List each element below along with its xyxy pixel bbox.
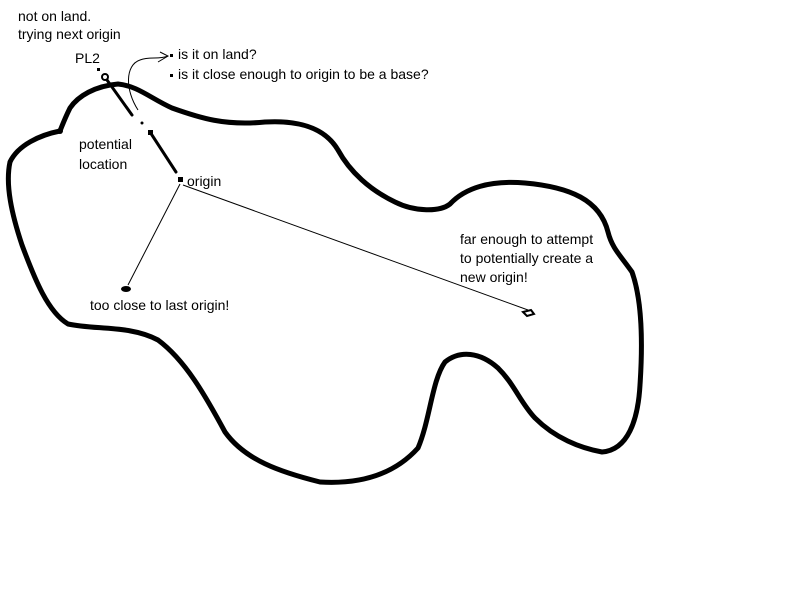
path-dot [140, 121, 144, 125]
far-enough-label-2: to potentially create a [460, 250, 594, 266]
bullet-icon [170, 73, 173, 77]
origin-to-far-line [182, 184, 529, 311]
question-on-land: is it on land? [170, 44, 257, 64]
origin-to-too-close-line [127, 183, 181, 286]
pl2-path-segment-1 [105, 78, 134, 117]
origin-label: origin [187, 173, 222, 189]
location-label: location [79, 156, 128, 172]
too-close-label: too close to last origin! [90, 297, 230, 313]
question-close-enough-text: is it close enough to origin to be a bas… [178, 66, 429, 82]
pl2-label: PL2 [75, 50, 100, 66]
pl2-path-segment-2 [148, 130, 178, 174]
shore-point [57, 128, 63, 134]
bullet-icon [170, 53, 173, 57]
question-arrow [128, 55, 169, 111]
far-enough-label-1: far enough to attempt [460, 231, 594, 247]
island-outline [5, 81, 644, 485]
question-on-land-text: is it on land? [178, 46, 257, 62]
trying-next-origin-label: trying next origin [18, 26, 121, 42]
question-arrow-head-icon [157, 51, 170, 63]
not-on-land-label: not on land. [18, 8, 92, 24]
potential-label: potential [79, 136, 132, 152]
question-close-enough: is it close enough to origin to be a bas… [170, 64, 429, 84]
far-enough-label-3: new origin! [460, 269, 528, 285]
origin-point [178, 177, 183, 182]
too-close-point [121, 286, 131, 292]
far-point [521, 308, 536, 318]
potential-location-point [148, 130, 153, 135]
pl2-point [101, 73, 109, 81]
pl2-marker [97, 68, 100, 71]
